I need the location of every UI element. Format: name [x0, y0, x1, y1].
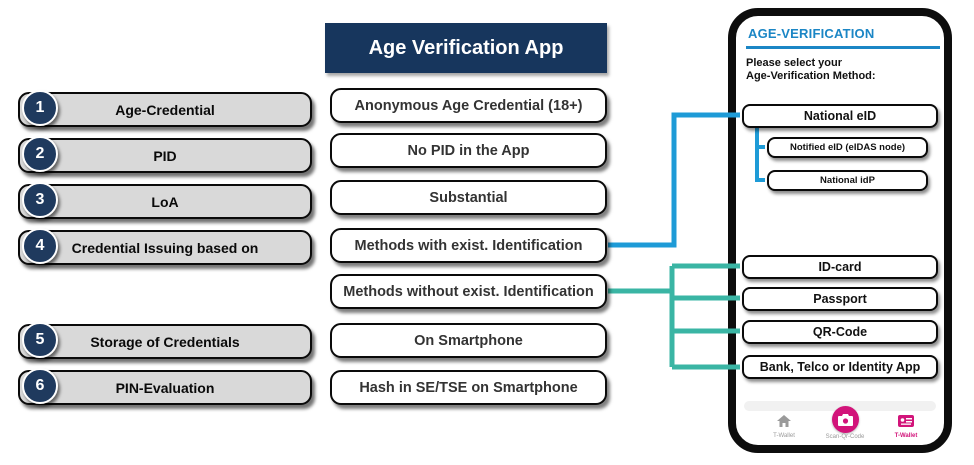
step-circle-6: 6	[22, 368, 58, 404]
left-bar-age-credential: Age-Credential	[18, 92, 312, 127]
id-card-icon	[898, 414, 914, 431]
step-circle-3: 3	[22, 182, 58, 218]
method-notified-eid[interactable]: Notified eID (eIDAS node)	[767, 137, 928, 158]
nav-scan-label: Scan-Qr-Code	[825, 434, 865, 440]
value-no-pid: No PID in the App	[330, 133, 607, 168]
method-qr-code[interactable]: QR-Code	[742, 320, 938, 344]
value-methods-with-identification: Methods with exist. Identification	[330, 228, 607, 263]
connector-methods-with-to-national-eid	[608, 112, 740, 248]
step-circle-1: 1	[22, 90, 58, 126]
method-bank-telco[interactable]: Bank, Telco or Identity App	[742, 355, 938, 379]
value-substantial: Substantial	[330, 180, 607, 215]
method-id-card[interactable]: ID-card	[742, 255, 938, 279]
nav-scan-qr[interactable]: Scan-Qr-Code	[815, 406, 875, 440]
page-title: Age Verification App	[325, 23, 607, 73]
selection-prompt: Please select your Age-Verification Meth…	[746, 57, 876, 83]
value-anonymous-age-credential: Anonymous Age Credential (18+)	[330, 88, 607, 123]
value-hash-se-tse: Hash in SE/TSE on Smartphone	[330, 370, 607, 405]
nav-wallet[interactable]: T-Wallet	[876, 414, 936, 439]
nav-wallet-label: T-Wallet	[894, 433, 918, 439]
phone-mockup: AGE-VERIFICATION Please select your Age-…	[728, 8, 952, 453]
method-passport[interactable]: Passport	[742, 287, 938, 311]
camera-icon	[831, 406, 859, 433]
connector-methods-without-to-documents	[608, 263, 740, 370]
phone-screen-title: AGE-VERIFICATION	[748, 26, 875, 41]
left-bar-storage: Storage of Credentials	[18, 324, 312, 359]
selection-prompt-line2: Age-Verification Method:	[746, 70, 876, 82]
page-title-text: Age Verification App	[368, 36, 564, 59]
title-underline	[746, 46, 940, 49]
method-national-eid[interactable]: National eID	[742, 104, 938, 128]
left-bar-pin-evaluation: PIN-Evaluation	[18, 370, 312, 405]
left-bar-pid: PID	[18, 138, 312, 173]
step-circle-2: 2	[22, 136, 58, 172]
step-circle-4: 4	[22, 228, 58, 264]
left-bar-loa: LoA	[18, 184, 312, 219]
nav-home-label: T-Wallet	[773, 433, 795, 439]
method-national-idp[interactable]: National idP	[767, 170, 928, 191]
left-bar-credential-issuing: Credential Issuing based on	[18, 230, 312, 265]
selection-prompt-line1: Please select your	[746, 57, 843, 69]
value-on-smartphone: On Smartphone	[330, 323, 607, 358]
nav-home[interactable]: T-Wallet	[754, 414, 814, 439]
value-methods-without-identification: Methods without exist. Identification	[330, 274, 607, 309]
step-circle-5: 5	[22, 322, 58, 358]
home-icon	[777, 414, 791, 431]
